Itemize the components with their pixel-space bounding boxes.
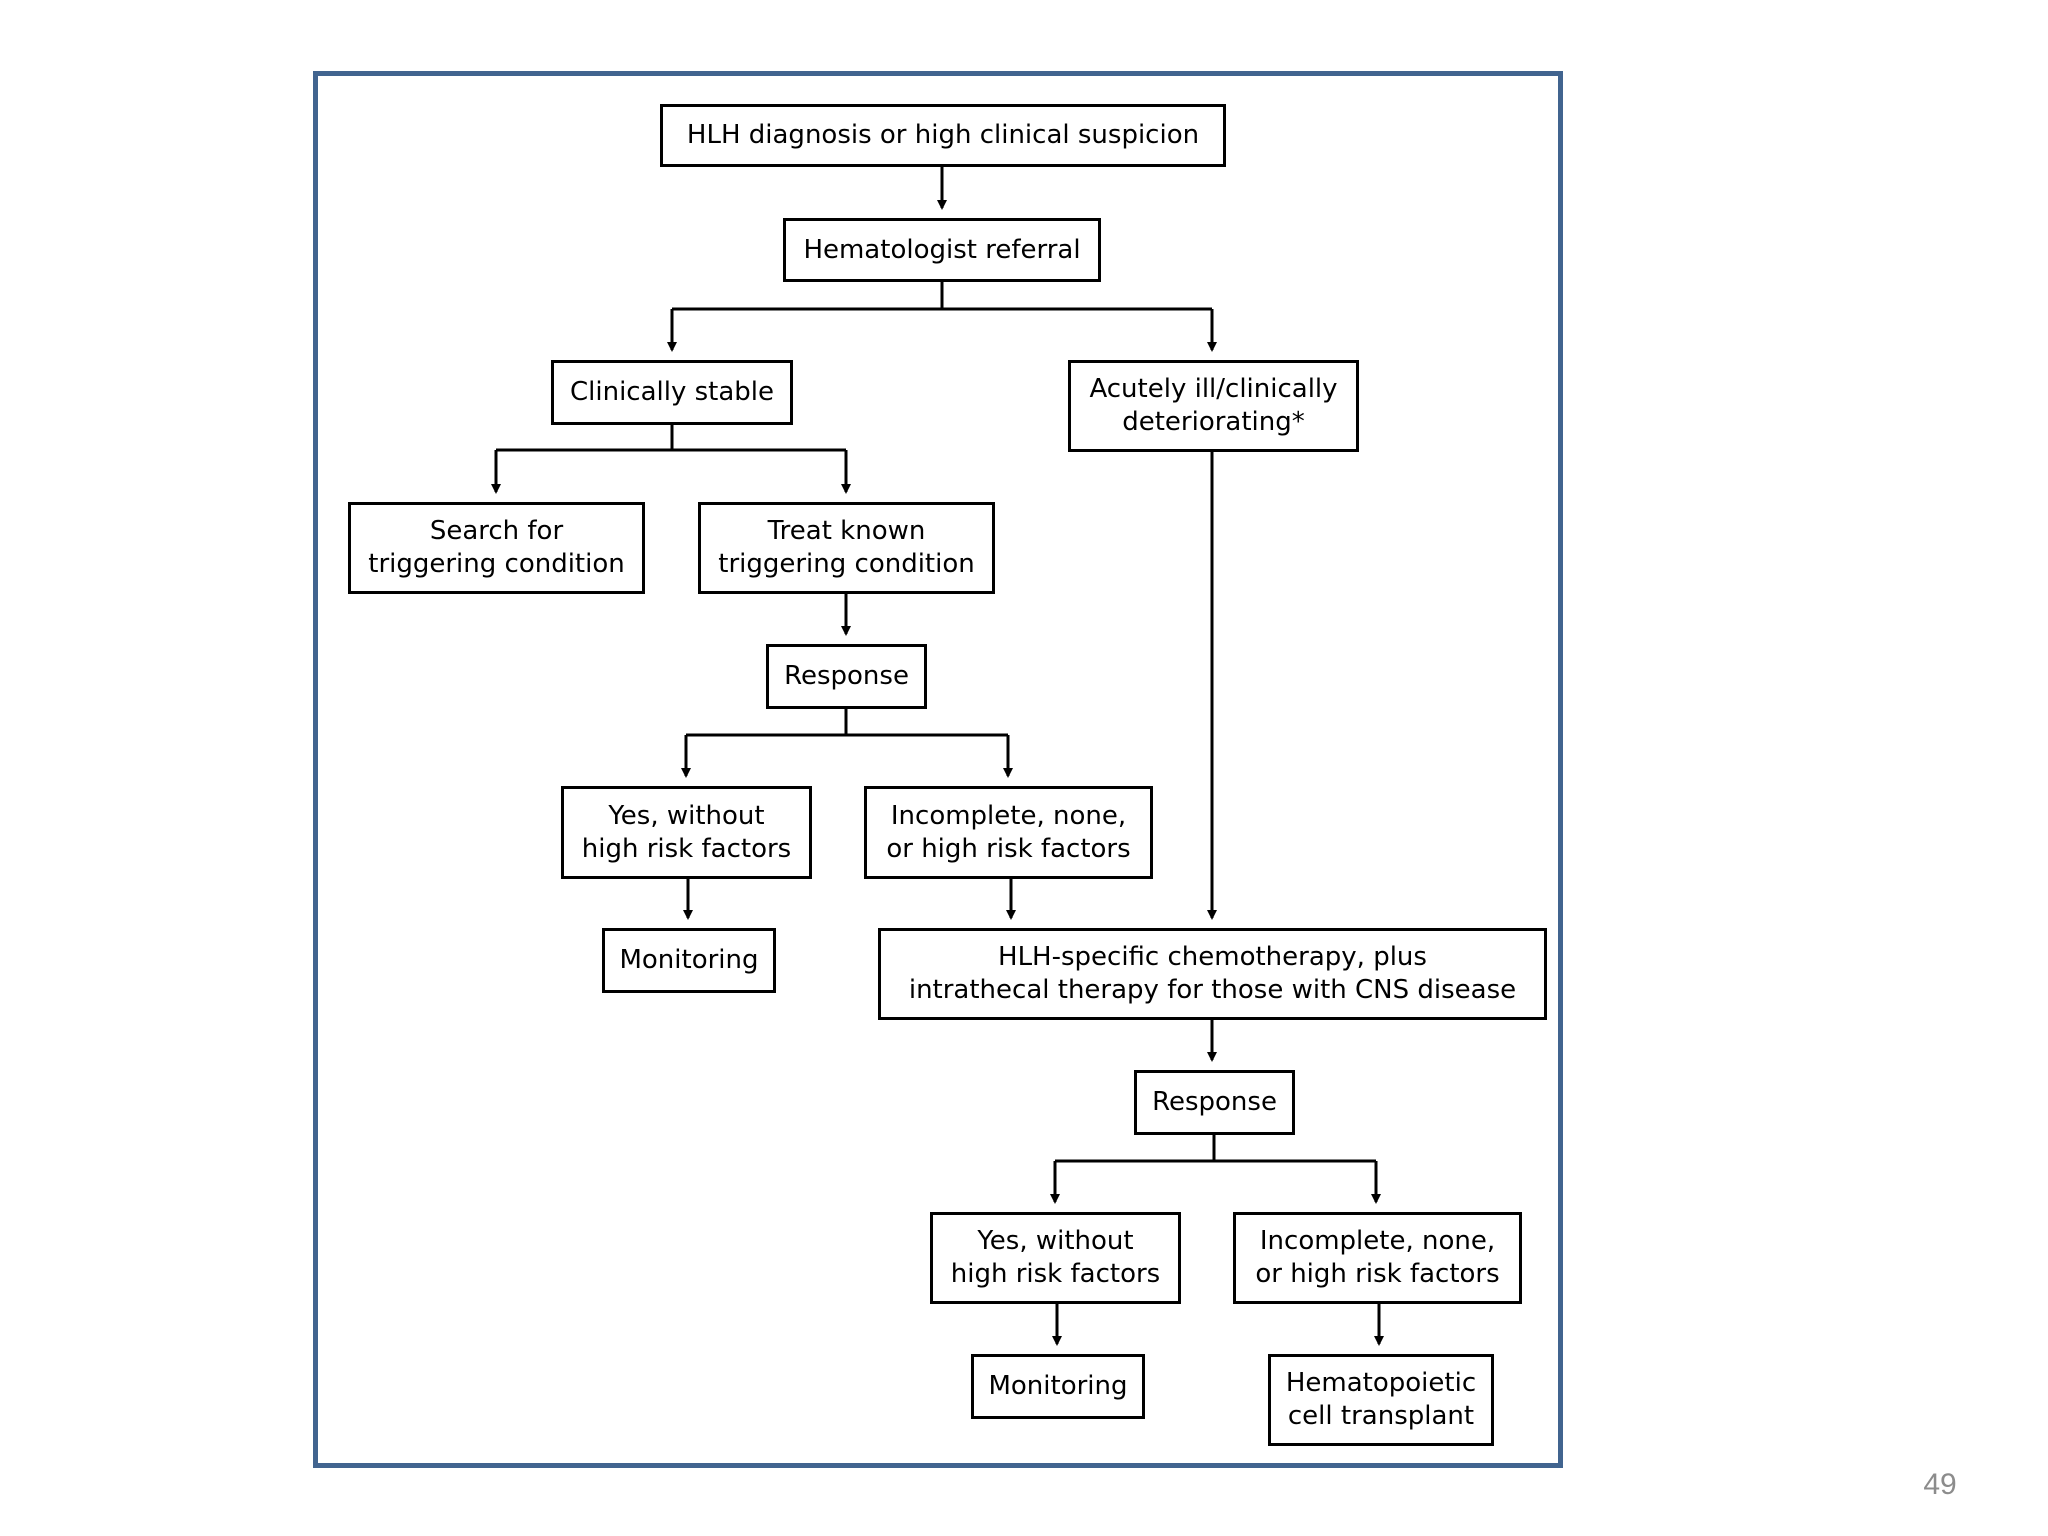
node-yes-without-risk-2: Yes, without high risk factors bbox=[930, 1212, 1181, 1304]
node-acutely-ill: Acutely ill/clinically deteriorating* bbox=[1068, 360, 1359, 452]
node-hematopoietic-cell-transplant: Hematopoietic cell transplant bbox=[1268, 1354, 1494, 1446]
node-yes-without-risk-1: Yes, without high risk factors bbox=[561, 786, 812, 879]
node-hematologist-referral: Hematologist referral bbox=[783, 218, 1101, 282]
node-incomplete-or-risk-1: Incomplete, none, or high risk factors bbox=[864, 786, 1153, 879]
node-hlh-chemotherapy: HLH-specific chemotherapy, plus intrathe… bbox=[878, 928, 1547, 1020]
node-response-2: Response bbox=[1134, 1070, 1295, 1135]
node-hlh-diagnosis: HLH diagnosis or high clinical suspicion bbox=[660, 104, 1226, 167]
node-treat-triggering-condition: Treat known triggering condition bbox=[698, 502, 995, 594]
node-clinically-stable: Clinically stable bbox=[551, 360, 793, 425]
node-search-triggering-condition: Search for triggering condition bbox=[348, 502, 645, 594]
node-monitoring-2: Monitoring bbox=[971, 1354, 1145, 1419]
node-incomplete-or-risk-2: Incomplete, none, or high risk factors bbox=[1233, 1212, 1522, 1304]
node-monitoring-1: Monitoring bbox=[602, 928, 776, 993]
page-number: 49 bbox=[1923, 1468, 1957, 1501]
node-response-1: Response bbox=[766, 644, 927, 709]
